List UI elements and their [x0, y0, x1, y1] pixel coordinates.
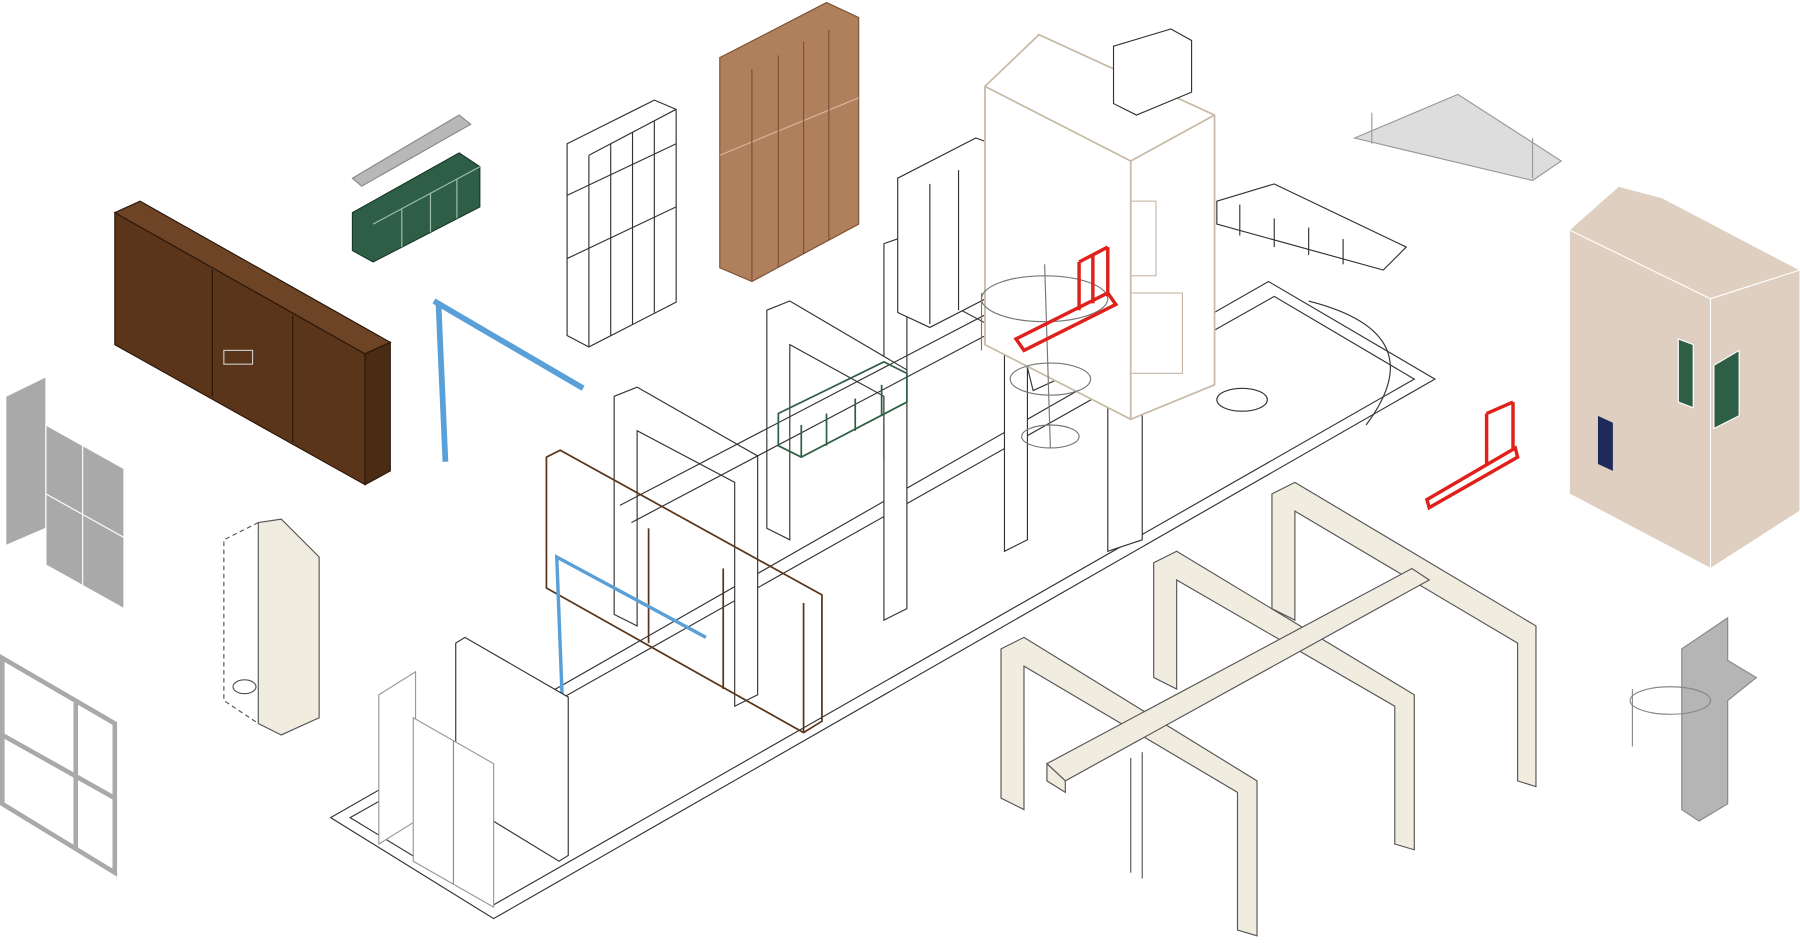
kitchen-unit — [351, 114, 481, 263]
roof-stair-gray — [1352, 93, 1563, 182]
wood-wall-installed — [545, 449, 823, 734]
white-shelving-unit — [566, 99, 677, 348]
red-railing-installed — [1013, 245, 1119, 353]
floor-opening — [1216, 387, 1268, 412]
gray-panels — [5, 375, 125, 610]
straight-stair — [1216, 183, 1408, 271]
concrete-frame-structure — [1000, 481, 1537, 937]
window-frame — [0, 654, 118, 877]
red-railing — [1424, 400, 1520, 511]
blue-beam-installed — [554, 554, 707, 707]
house-volume-outline — [984, 28, 1216, 421]
beige-house-shell — [1568, 185, 1800, 570]
toilet-icon — [232, 679, 257, 695]
kitchen-installed — [777, 360, 908, 459]
house-window — [1130, 292, 1183, 374]
sink-icon — [223, 349, 254, 365]
spiral-stair-gray — [1629, 616, 1758, 822]
wood-wardrobe-unit — [719, 1, 860, 283]
house-window — [1130, 200, 1157, 277]
green-window — [1677, 338, 1694, 409]
bathroom-pod — [223, 518, 320, 736]
blue-beam — [432, 298, 585, 462]
spiral-stair-installed — [980, 264, 1109, 449]
green-window — [1713, 349, 1740, 430]
navy-door — [1597, 415, 1613, 471]
dark-wood-wall-unit — [113, 200, 392, 486]
entrance-frames — [378, 636, 569, 909]
